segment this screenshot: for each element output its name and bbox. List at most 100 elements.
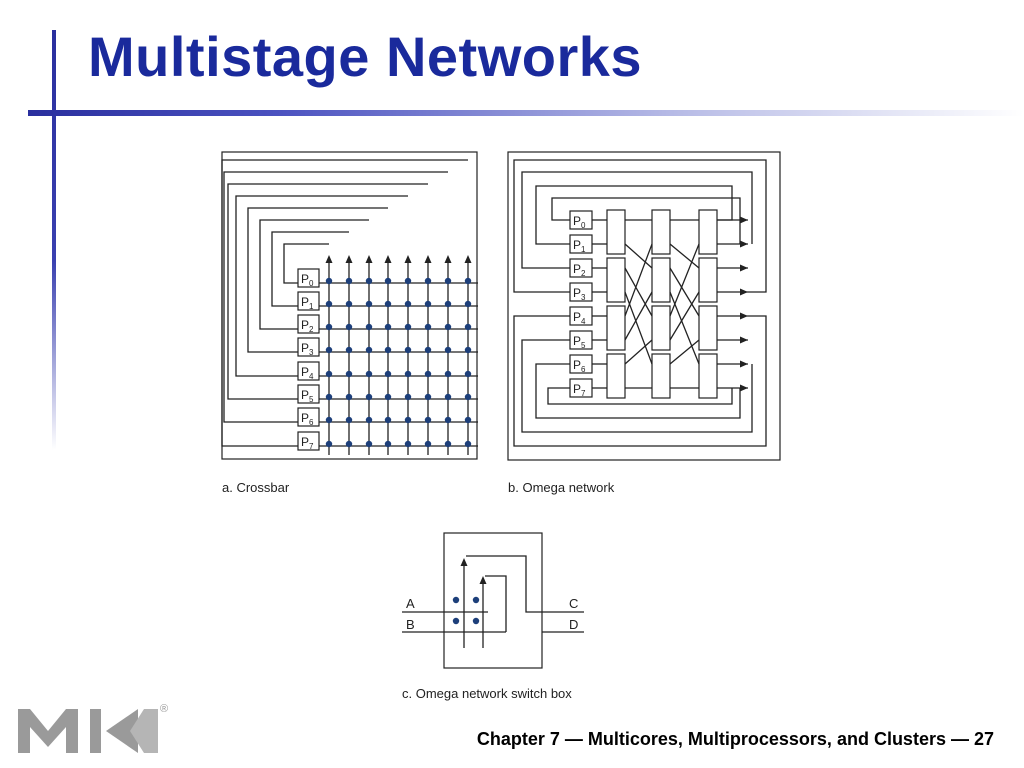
crosspoint-dot [345,416,353,424]
omega-caption: b. Omega network [508,480,615,495]
processor-box: P3 [297,337,320,357]
arrow-head [740,384,748,392]
crosspoint-dot [345,277,353,285]
crosspoint-dot [404,370,412,378]
crossbar-feedback-loop [227,183,428,400]
omega-feedback-loop [513,159,767,293]
omega-shuffle-link [624,291,653,341]
arrow-head [740,264,748,272]
omega-switch [651,257,671,303]
processor-box-frame [297,361,320,381]
crosspoint-dot [464,277,472,285]
processor-box: P0 [569,210,593,230]
crosspoint-dot [365,440,373,448]
omega-shuffle-link [624,243,653,269]
switch-route-c [466,555,542,613]
crosspoint-dot [365,393,373,401]
accent-horizontal-bar [28,110,1024,116]
crosspoint-dot [464,300,472,308]
omega-shuffle-link [624,243,653,317]
processor-box-frame [297,337,320,357]
processor-box: P5 [569,330,593,350]
crossbar-feedback-loop [271,231,349,307]
processor-box: P4 [569,306,593,326]
crosspoint-dot [464,346,472,354]
processor-index: 7 [309,442,314,451]
crosspoint-dot [424,416,432,424]
omega-switch [651,305,671,351]
arrow-head [404,255,412,263]
processor-box-frame [297,314,320,334]
crosspoint-dot [464,323,472,331]
processor-box-frame [297,291,320,311]
omega-switch [698,257,718,303]
crosspoint-dot [464,440,472,448]
processor-box: P3 [569,282,593,302]
arrow-head [345,255,353,263]
crosspoint-dot [424,393,432,401]
crosspoint-dot [464,393,472,401]
arrow-head [464,255,472,263]
crosspoint-dot [325,416,333,424]
crosspoint-dot [404,300,412,308]
crosspoint-dot [325,323,333,331]
crosspoint-dot [384,416,392,424]
crosspoint-dot [325,277,333,285]
crosspoint-dot [444,370,452,378]
crosspoint-dot [384,300,392,308]
processor-box: P5 [297,384,320,404]
arrow-head [740,360,748,368]
processor-index: 6 [309,418,314,427]
crosspoint-dot [444,277,452,285]
switch-input-a-label: A [406,596,415,611]
crosspoint-dot [444,440,452,448]
slide-title: Multistage Networks [88,25,643,88]
processor-index: 4 [309,372,314,381]
omega-shuffle-link [624,339,653,365]
crosspoint-dot [404,440,412,448]
crosspoint-dot [325,393,333,401]
crosspoint-dot [325,346,333,354]
registered-mark: ® [160,703,169,715]
crosspoint-dot [345,393,353,401]
processor-box-frame [297,268,320,288]
crossbar-feedback-loop [221,159,468,447]
crosspoint-dot [452,596,460,604]
crossbar-feedback-loop [283,243,329,284]
omega-feedback-loop [521,171,753,269]
crosspoint-dot [404,346,412,354]
processor-box: P2 [297,314,320,334]
processor-index: 1 [309,302,314,311]
crossbar-feedback-loop [223,171,448,423]
processor-index: 5 [581,341,586,350]
crosspoint-dot [365,323,373,331]
arrow-head [460,558,468,566]
crosspoint-dot [345,300,353,308]
processor-index: 2 [581,269,586,278]
crosspoint-dot [444,346,452,354]
switch-box-caption: c. Omega network switch box [402,686,572,701]
crosspoint-dot [444,393,452,401]
crosspoint-dot [325,300,333,308]
omega-shuffle-link [669,291,700,341]
crosspoint-dot [345,346,353,354]
crosspoint-dot [424,370,432,378]
processor-index: 0 [581,221,586,230]
arrow-head [740,312,748,320]
crosspoint-dot [345,440,353,448]
processor-box: P0 [297,268,320,288]
crosspoint-dot [345,370,353,378]
switch-output-c-label: C [569,596,578,611]
omega-shuffle-link [669,243,700,269]
crossbar-feedback-loop [235,195,408,377]
crosspoint-dot [464,416,472,424]
omega-switch [698,305,718,351]
crosspoint-dot [384,370,392,378]
arrow-head [740,216,748,224]
crosspoint-dot [464,370,472,378]
processor-box-frame [297,384,320,404]
processor-index: 7 [581,389,586,398]
omega-switch [606,305,626,351]
omega-feedback-loop [535,363,741,419]
